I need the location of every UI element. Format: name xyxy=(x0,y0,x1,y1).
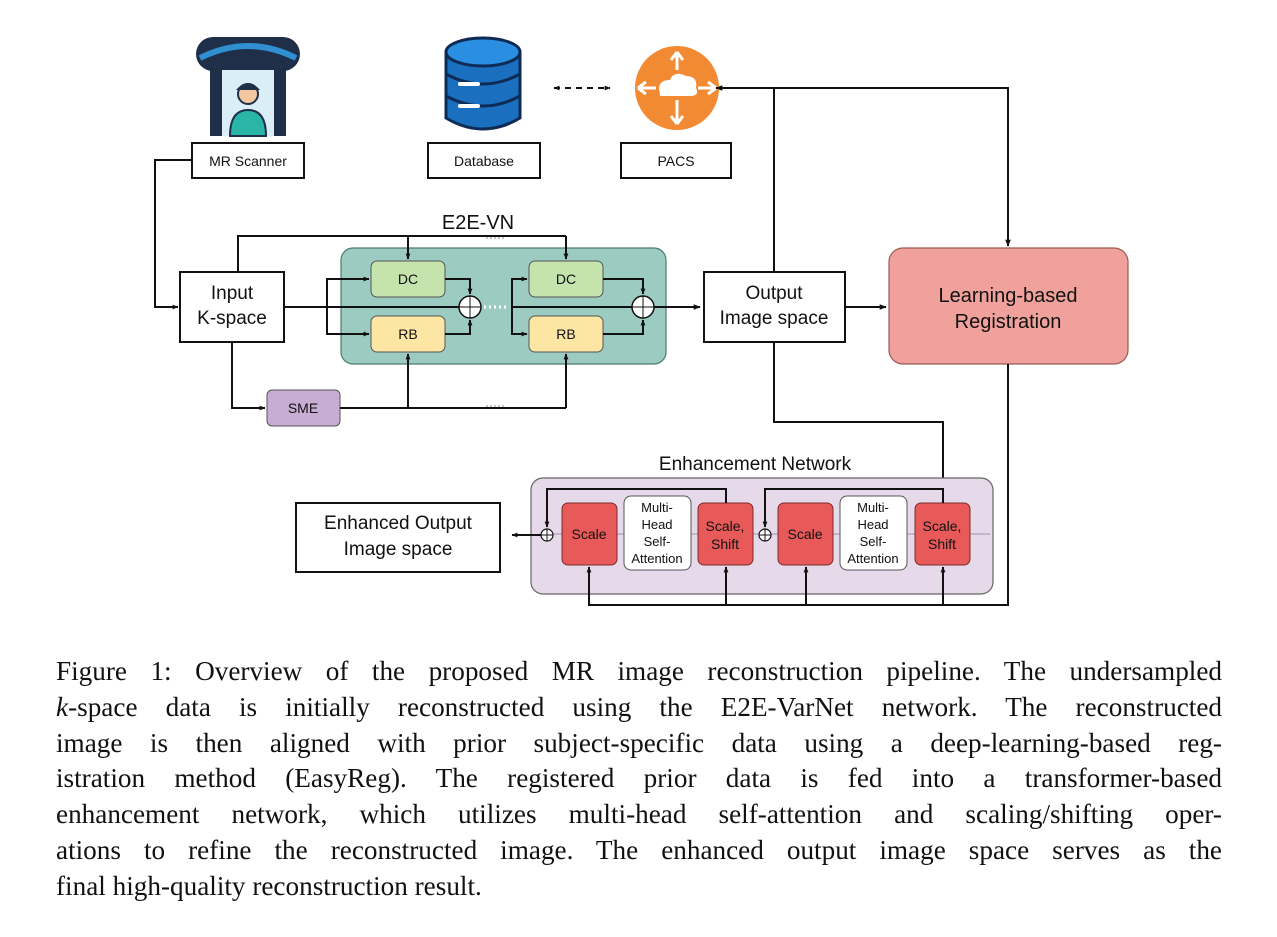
enh-sum-node-2 xyxy=(758,528,772,542)
scale-shift-block-1: Scale, Shift xyxy=(697,502,754,566)
figure-caption: Figure 1: Overview of the proposed MR im… xyxy=(56,654,1222,905)
caption-prefix: Figure 1: xyxy=(56,656,196,686)
scale-label-1: Scale xyxy=(571,526,606,542)
sum-node-1 xyxy=(458,295,482,319)
scale-block-2: Scale xyxy=(777,502,834,566)
top-connectors xyxy=(154,85,1011,497)
sme-box: SME xyxy=(266,389,341,427)
registration-line2: Registration xyxy=(955,311,1062,333)
dc-label-2: DC xyxy=(556,271,576,287)
input-kspace-box: Input K-space xyxy=(179,271,285,343)
scale-shift-2-line1: Scale, xyxy=(923,518,962,534)
enhanced-line1: Enhanced Output xyxy=(324,513,473,534)
rb-label-1: RB xyxy=(398,326,417,342)
caption-line-2: k-space data is initially reconstructed … xyxy=(56,690,1222,726)
mr-scanner-label-box: MR Scanner xyxy=(191,142,305,179)
output-line2: Image space xyxy=(720,308,829,329)
enh-sum-node-1 xyxy=(540,528,554,542)
mhsa-block-1: Multi- Head Self- Attention xyxy=(623,495,692,571)
mhsa-1-line4: Attention xyxy=(631,551,682,566)
enhanced-output-box: Enhanced Output Image space xyxy=(295,502,501,573)
enhancement-title: Enhancement Network xyxy=(659,454,852,475)
mhsa-1-line2: Head xyxy=(641,517,672,532)
rb-label-2: RB xyxy=(556,326,575,342)
scale-shift-1-line1: Scale, xyxy=(706,518,745,534)
mhsa-block-2: Multi- Head Self- Attention xyxy=(839,495,908,571)
sum-node-2 xyxy=(631,295,655,319)
scale-label-2: Scale xyxy=(787,526,822,542)
database-label: Database xyxy=(454,153,514,169)
mhsa-2-line3: Self- xyxy=(860,534,887,549)
caption-line-4: istration method (EasyReg). The register… xyxy=(56,763,1222,794)
mhsa-2-line1: Multi- xyxy=(857,500,889,515)
mhsa-1-line1: Multi- xyxy=(641,500,673,515)
input-kspace-line1: Input xyxy=(211,283,254,304)
caption-line-3: image is then aligned with prior subject… xyxy=(56,727,1222,758)
caption-line-2-text: -space data is initially reconstructed u… xyxy=(68,691,1222,722)
registration-line1: Learning-based xyxy=(939,285,1078,307)
dc-label-1: DC xyxy=(398,271,418,287)
scale-shift-1-line2: Shift xyxy=(711,536,739,552)
e2e-vn-title: E2E-VN xyxy=(442,212,514,234)
rb-block-1: RB xyxy=(370,315,446,353)
mhsa-2-line2: Head xyxy=(857,517,888,532)
caption-line-1: Figure 1: Overview of the proposed MR im… xyxy=(56,654,1222,690)
scale-shift-block-2: Scale, Shift xyxy=(914,502,971,566)
mr-scanner-label: MR Scanner xyxy=(209,153,287,169)
caption-line-7: final high-quality reconstruction result… xyxy=(56,870,482,901)
dc-block-1: DC xyxy=(370,260,446,298)
enhanced-line2: Image space xyxy=(344,539,453,560)
caption-line-1-text: Overview of the proposed MR image recons… xyxy=(195,656,1223,686)
output-line1: Output xyxy=(745,283,803,304)
pipeline-diagram: MR Scanner Database PACS E2E-VN DC RB DC… xyxy=(154,36,1129,606)
pacs-label-box: PACS xyxy=(620,142,732,179)
pacs-label: PACS xyxy=(657,153,694,169)
rb-block-2: RB xyxy=(528,315,604,353)
dc-block-2: DC xyxy=(528,260,604,298)
sme-label: SME xyxy=(288,400,318,416)
mhsa-1-line3: Self- xyxy=(644,534,671,549)
pacs-network-icon xyxy=(635,46,719,130)
caption-line-6: ations to refine the reconstructed image… xyxy=(56,834,1222,865)
database-icon xyxy=(444,36,522,131)
scale-shift-2-line2: Shift xyxy=(928,536,956,552)
mhsa-2-line4: Attention xyxy=(847,551,898,566)
database-label-box: Database xyxy=(427,142,541,179)
registration-box: Learning-based Registration xyxy=(888,247,1129,365)
caption-line-5: enhancement network, which utilizes mult… xyxy=(56,799,1222,830)
output-image-space-box: Output Image space xyxy=(703,271,846,343)
input-kspace-line2: K-space xyxy=(197,308,267,329)
mr-scanner-icon xyxy=(196,37,300,137)
enhancement-connectors xyxy=(511,364,1009,606)
caption-k-italic: k xyxy=(56,691,69,722)
scale-block-1: Scale xyxy=(561,502,618,566)
